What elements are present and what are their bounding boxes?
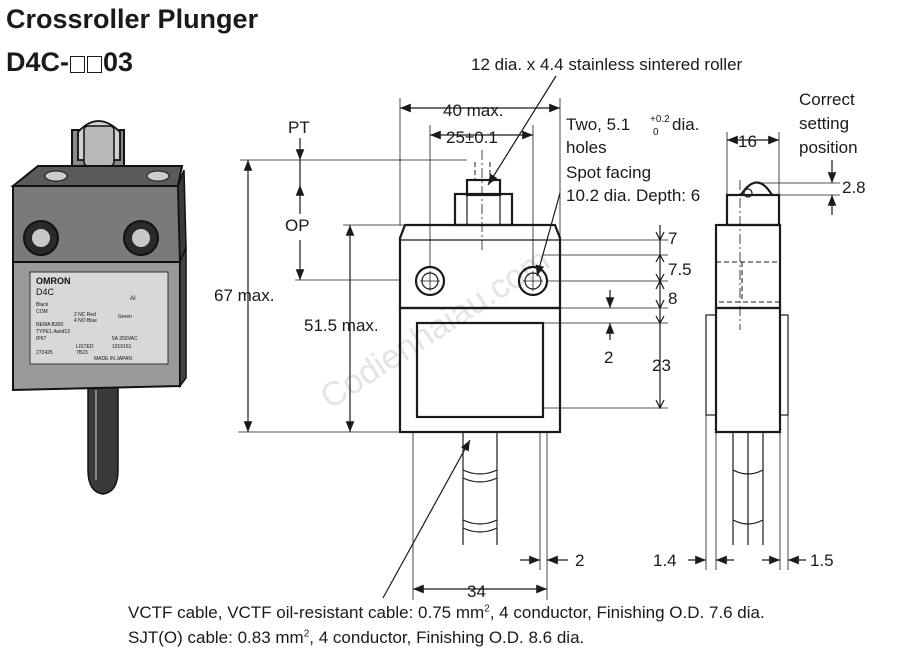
cable-spec-2: SJT(O) cable: 0.83 mm2, 4 conductor, Fin… bbox=[128, 628, 584, 648]
photo-rating-1: NEMA B300 bbox=[36, 322, 63, 328]
photo-lot: 1016161 bbox=[112, 344, 132, 350]
model-suffix: 03 bbox=[103, 47, 134, 77]
window-outline bbox=[415, 321, 545, 419]
note-tol-zero: 0 bbox=[653, 127, 659, 138]
note-holes-line2: holes bbox=[566, 138, 607, 157]
photo-wire-1: Black bbox=[36, 302, 49, 308]
photo-rating-4: 5A 250VAC bbox=[112, 336, 138, 342]
dim-23: 23 bbox=[652, 356, 671, 375]
note-roller: 12 dia. x 4.4 stainless sintered roller bbox=[471, 55, 743, 74]
photo-model: D4C bbox=[36, 287, 55, 297]
cable-spec-1: VCTF cable, VCTF oil-resistant cable: 0.… bbox=[128, 603, 765, 623]
dim-hole-pitch: 25±0.1 bbox=[446, 128, 498, 147]
photo-wire-2: COM bbox=[36, 309, 48, 315]
cable-spec-1-sup: 2 bbox=[484, 603, 490, 615]
note-spot-line2: 10.2 dia. Depth: 6 bbox=[566, 186, 700, 205]
model-number: D4C- 03 bbox=[6, 47, 133, 78]
dim-8: 8 bbox=[668, 289, 677, 308]
cable-spec-2-sup: 2 bbox=[303, 628, 310, 640]
dim-width-max: 40 max. bbox=[443, 101, 503, 120]
note-holes-b: dia. bbox=[672, 115, 699, 134]
front-view bbox=[398, 150, 562, 545]
side-body bbox=[714, 306, 782, 434]
photo-mark: AI bbox=[130, 296, 136, 302]
note-correct-1: Correct bbox=[799, 90, 855, 109]
note-correct-2: setting bbox=[799, 114, 849, 133]
roller-outline bbox=[465, 178, 502, 197]
dim-7-5: 7.5 bbox=[668, 260, 692, 279]
dim-height-max: 67 max. bbox=[214, 286, 274, 305]
photo-code: 272425 bbox=[36, 350, 53, 356]
dim-2-window: 2 bbox=[604, 348, 613, 367]
dim-body-height-max: 51.5 max. bbox=[304, 316, 379, 335]
dim-16: 16 bbox=[738, 132, 757, 151]
dim-1-4: 1.4 bbox=[653, 551, 677, 570]
model-prefix: D4C- bbox=[6, 47, 70, 77]
photo-wire-5: Green bbox=[118, 314, 132, 320]
photo-listed-no: 7B23 bbox=[76, 350, 88, 356]
side-head bbox=[714, 223, 782, 310]
photo-brand: OMRON bbox=[36, 276, 71, 286]
label-op: OP bbox=[285, 216, 310, 235]
placeholder-box-1 bbox=[70, 56, 86, 73]
note-tol-plus: +0.2 bbox=[650, 114, 670, 125]
cable-spec-1-b: , 4 conductor, Finishing O.D. 7.6 dia. bbox=[489, 603, 765, 622]
photo-listed: LISTED bbox=[76, 344, 94, 350]
photo-wire-3: 2 NC Red bbox=[74, 312, 96, 318]
body-outline bbox=[398, 306, 562, 434]
photo-made-in: MADE IN JAPAN bbox=[94, 356, 132, 362]
page-title: Crossroller Plunger bbox=[6, 4, 259, 34]
side-view bbox=[705, 180, 789, 545]
photo-wire-4: 4 NO Blue bbox=[74, 318, 97, 324]
plunger-outline bbox=[453, 192, 514, 227]
note-spot-line1: Spot facing bbox=[566, 163, 651, 182]
cable-spec-2-b: , 4 conductor, Finishing O.D. 8.6 dia. bbox=[309, 628, 585, 647]
product-photo: OMRON D4C AI Black COM 2 NC Red 4 NO Blu… bbox=[10, 120, 187, 495]
cable-spec-2-a: SJT(O) cable: 0.83 mm bbox=[128, 628, 304, 647]
dim-7: 7 bbox=[668, 229, 677, 248]
note-holes-a: Two, 5.1 bbox=[566, 115, 630, 134]
cable-spec-1-a: VCTF cable, VCTF oil-resistant cable: 0.… bbox=[128, 603, 485, 622]
photo-rating-2: TYPE1,4and13 bbox=[36, 329, 70, 335]
note-correct-3: position bbox=[799, 138, 858, 157]
dim-2-bottom: 2 bbox=[575, 551, 584, 570]
dim-2-8: 2.8 bbox=[842, 178, 866, 197]
photo-rating-3: IP67 bbox=[36, 336, 47, 342]
placeholder-box-2 bbox=[87, 56, 103, 73]
dim-34: 34 bbox=[467, 582, 486, 601]
label-pt: PT bbox=[288, 118, 310, 137]
dim-1-5: 1.5 bbox=[810, 551, 834, 570]
side-roller bbox=[740, 181, 773, 196]
